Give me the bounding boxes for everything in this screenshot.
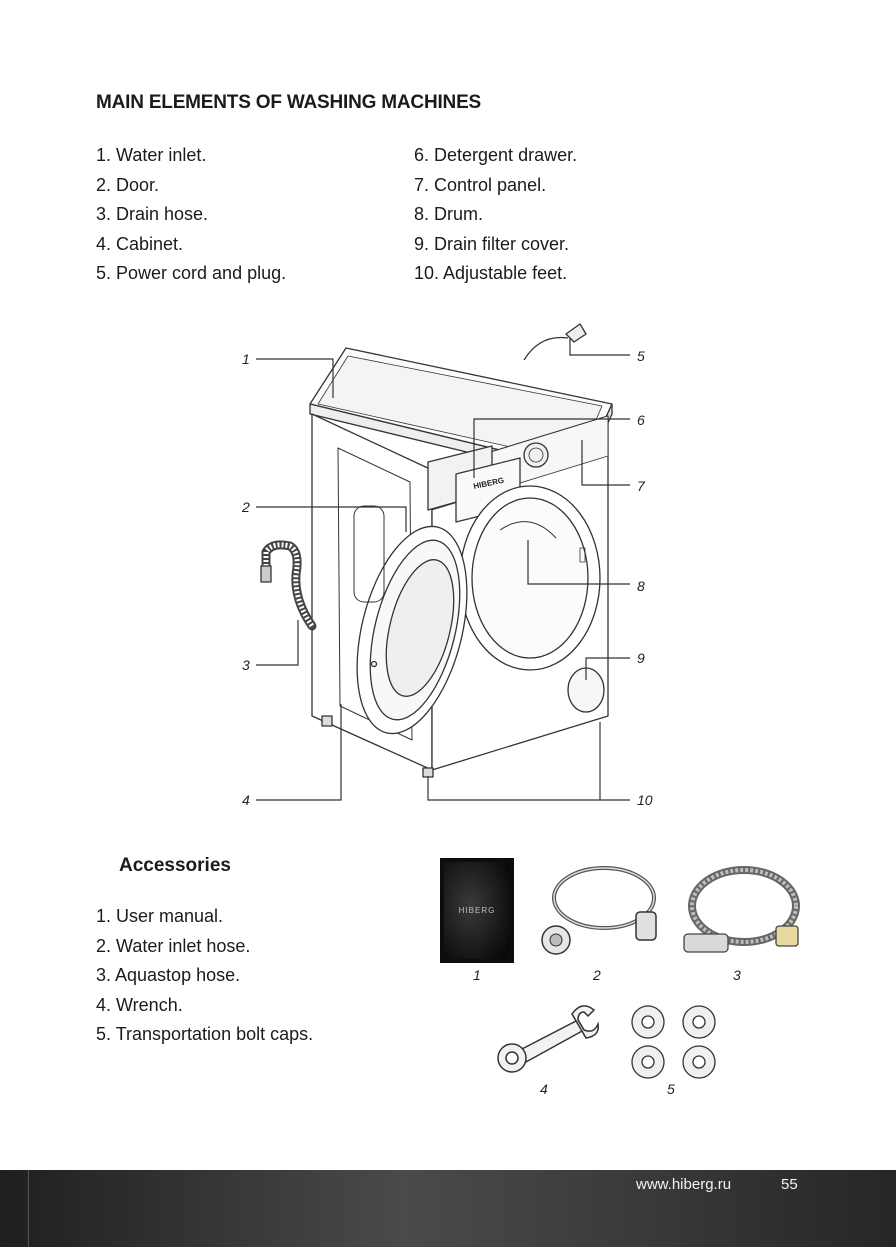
accessory-label-3: 3 <box>733 967 741 983</box>
callout-7: 7 <box>637 478 646 494</box>
accessories-heading: Accessories <box>119 855 231 876</box>
footer-divider <box>28 1170 29 1247</box>
list-item: 4. Wrench. <box>96 994 183 1015</box>
callout-2: 2 <box>241 499 250 515</box>
list-item: 8. Drum. <box>414 204 484 224</box>
list-item: 2. Door. <box>96 174 160 195</box>
list-item: 2. Water inlet hose. <box>96 935 251 956</box>
callout-1: 1 <box>242 351 250 367</box>
list-item: 6. Detergent drawer. <box>414 145 578 165</box>
callout-9: 9 <box>637 650 645 666</box>
list-item: 3. Aquastop hose. <box>96 965 241 985</box>
page-number: 55 <box>781 1176 798 1193</box>
accessory-label-2: 2 <box>592 967 601 983</box>
aquastop-hose-icon <box>683 866 800 953</box>
accessory-label-5: 5 <box>667 1081 675 1097</box>
accessories-illustration: HIBERG 1 2 3 <box>440 858 800 1097</box>
list-item: 1. Water inlet. <box>96 145 207 165</box>
water-inlet-hose-icon <box>541 866 657 955</box>
list-item: 1. User manual. <box>96 906 224 926</box>
list-item: 4. Cabinet. <box>96 233 184 254</box>
accessory-label-1: 1 <box>473 967 481 983</box>
manual-brand: HIBERG <box>459 906 496 915</box>
list-item: 5. Power cord and plug. <box>96 263 287 283</box>
list-item: 7. Control panel. <box>414 174 547 195</box>
wrench-icon <box>497 1005 599 1073</box>
accessory-label-4: 4 <box>540 1081 548 1097</box>
user-manual-icon: HIBERG <box>440 858 514 963</box>
list-item: 3. Drain hose. <box>96 204 209 224</box>
callout-10: 10 <box>637 792 653 808</box>
callout-5: 5 <box>637 348 645 364</box>
washing-machine-diagram: HIBERG 1 <box>241 323 653 808</box>
callout-6: 6 <box>637 412 645 428</box>
bolt-caps-icon <box>631 1005 716 1079</box>
callout-3: 3 <box>242 657 250 673</box>
main-elements-list-left: 1. Water inlet. 2. Door. 3. Drain hose. … <box>96 141 286 289</box>
callout-8: 8 <box>637 578 645 594</box>
list-item: 9. Drain filter cover. <box>414 233 570 254</box>
callout-4: 4 <box>242 792 250 808</box>
main-elements-list-right: 6. Detergent drawer. 7. Control panel. 8… <box>414 141 577 289</box>
page-title: MAIN ELEMENTS OF WASHING MACHINES <box>96 92 482 113</box>
accessories-list: 1. User manual. 2. Water inlet hose. 3. … <box>96 902 313 1050</box>
list-item: 10. Adjustable feet. <box>414 263 568 283</box>
list-item: 5. Transportation bolt caps. <box>96 1024 314 1044</box>
footer-bar <box>0 1170 896 1247</box>
footer-url[interactable]: www.hiberg.ru <box>636 1176 732 1193</box>
